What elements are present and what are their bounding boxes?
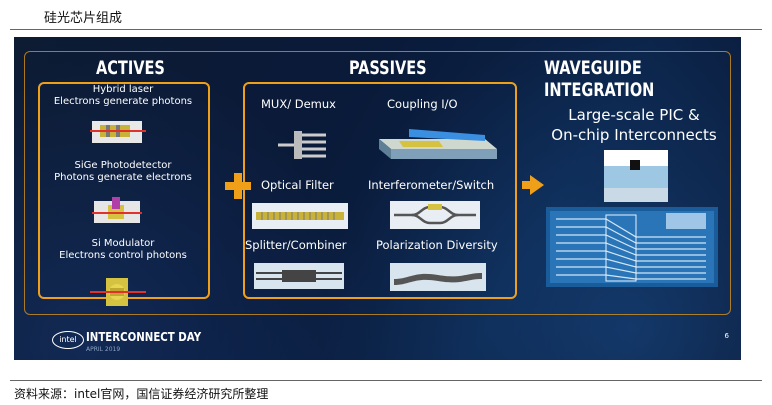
interferometer-label: Interferometer/Switch: [368, 178, 495, 192]
top-divider: [10, 29, 762, 30]
bottom-divider: [10, 380, 762, 381]
intel-slide: ACTIVES PASSIVES WAVEGUIDE INTEGRATION H…: [14, 37, 741, 360]
plus-icon: [225, 173, 251, 199]
coupling-image: [379, 129, 497, 159]
pic-layout-image: [546, 207, 718, 287]
intel-logo: intel: [52, 331, 84, 349]
polarization-image: [390, 263, 486, 291]
optical-filter-image: [252, 203, 348, 229]
slide-page-number: 6: [724, 332, 729, 340]
mux-image: [278, 131, 326, 159]
interferometer-image: [390, 201, 480, 229]
coupling-label: Coupling I/O: [387, 97, 458, 111]
splitter-image: [254, 263, 344, 289]
polarization-label: Polarization Diversity: [376, 238, 498, 252]
passives-header: PASSIVES: [349, 57, 427, 79]
passives-box: [243, 82, 517, 299]
actives-header: ACTIVES: [96, 57, 165, 79]
pic-crosssection-image: [604, 150, 668, 202]
event-date: APRIL 2019: [86, 346, 121, 353]
modulator-image: [90, 278, 146, 306]
integration-text: Large-scale PIC &On-chip Interconnects: [551, 106, 717, 144]
outer-frame: [24, 51, 731, 315]
waveguide-header: WAVEGUIDE INTEGRATION: [544, 57, 655, 101]
page-title: 硅光芯片组成: [44, 11, 123, 26]
event-name: INTERCONNECT DAY: [86, 330, 202, 344]
photodetector-image: [92, 197, 142, 223]
splitter-label: Splitter/Combiner: [245, 238, 347, 252]
source-note: 资料来源：intel官网，国信证券经济研究所整理: [14, 387, 269, 401]
arrow-stem: [522, 181, 532, 189]
optical-filter-label: Optical Filter: [261, 178, 334, 192]
hybrid-laser-image: [90, 121, 146, 143]
arrow-right-icon: [530, 175, 544, 195]
mux-label: MUX/ Demux: [261, 97, 336, 111]
